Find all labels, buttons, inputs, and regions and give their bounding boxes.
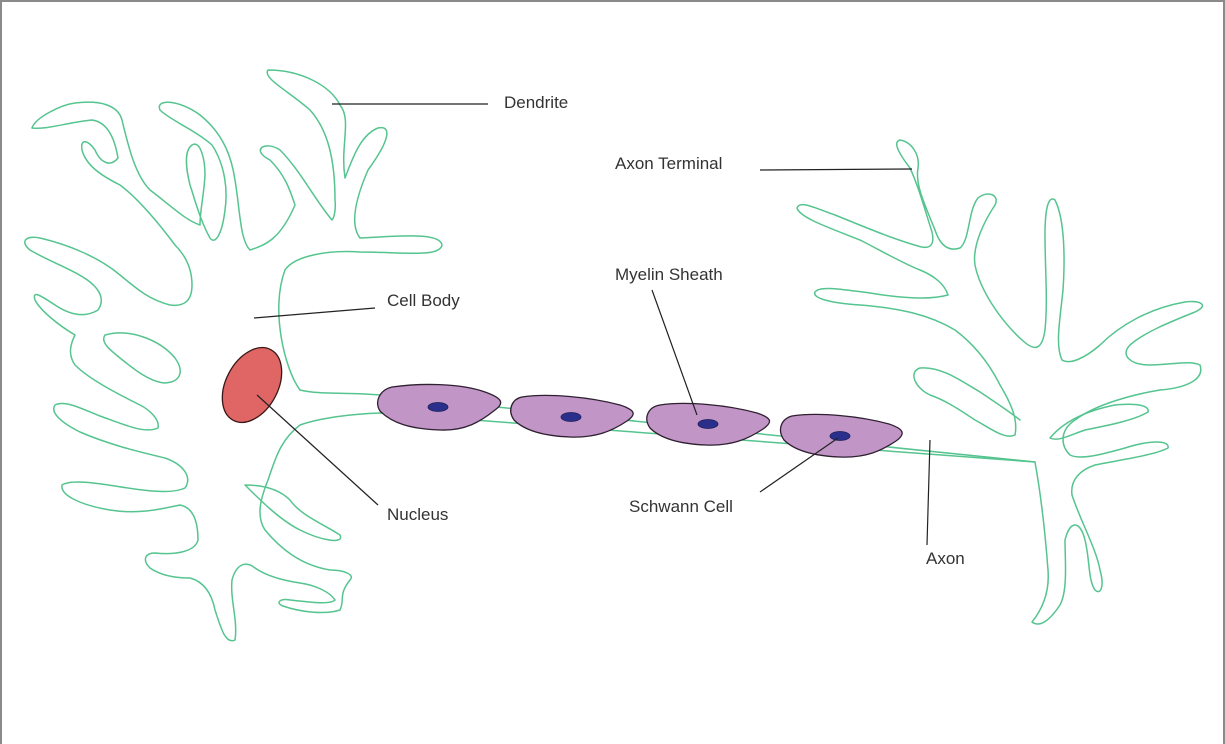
dendrite-branch-top-left	[25, 70, 442, 641]
axon-terminal-lobe	[1050, 404, 1148, 439]
nucleus-shape	[210, 337, 293, 432]
cell-body-outline	[25, 70, 442, 641]
label-cell-body: Cell Body	[387, 291, 460, 311]
myelin-sheath-leader-line	[652, 290, 697, 415]
label-nucleus: Nucleus	[387, 505, 448, 525]
schwann-cell-nucleus-4	[830, 432, 850, 441]
cell-body-leader-line	[254, 308, 375, 318]
dendrite-lobe-left	[104, 333, 181, 383]
nucleus-leader-line	[257, 395, 378, 505]
axon-terminal-outline	[797, 140, 1202, 624]
schwann-cell-nucleus-2	[561, 413, 581, 422]
label-axon: Axon	[926, 549, 965, 569]
axon-leader-line	[927, 440, 930, 545]
axon-terminal-leader-line	[760, 169, 912, 170]
label-myelin-sheath: Myelin Sheath	[615, 265, 723, 285]
schwann-cell-nucleus-1	[428, 403, 448, 412]
schwann-cell-nucleus-3	[698, 420, 718, 429]
label-axon-terminal: Axon Terminal	[615, 154, 722, 174]
label-dendrite: Dendrite	[504, 93, 568, 113]
myelin-sheath	[378, 384, 903, 457]
label-schwann-cell: Schwann Cell	[629, 497, 733, 517]
